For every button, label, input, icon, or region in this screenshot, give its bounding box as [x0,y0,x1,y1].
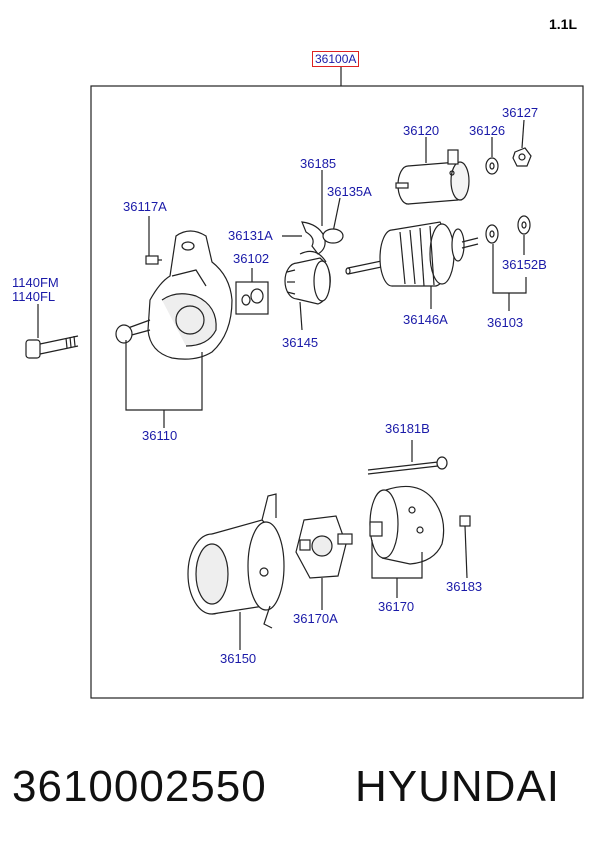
callout-36185[interactable]: 36185 [300,156,337,171]
assembly-frame [90,85,584,699]
callout-36170A[interactable]: 36170A [293,611,338,626]
engine-label: 1.1L [549,16,578,32]
shift-lever-drawing [301,221,326,255]
callout-36127[interactable]: 36127 [502,105,539,120]
callout-1140FL[interactable]: 1140FL [12,289,56,304]
brand-caption: HYUNDAI [355,762,561,811]
callout-36150[interactable]: 36150 [220,651,257,666]
callout-36152B[interactable]: 36152B [502,257,547,272]
through-bolt-drawing [367,456,448,475]
solenoid-drawing [395,149,470,205]
callout-36135A[interactable]: 36135A [327,184,372,199]
rear-cover-drawing [369,485,445,565]
exploded-parts-diagram [25,67,584,699]
callout-36102[interactable]: 36102 [233,251,270,266]
brush-holder-drawing [295,515,353,579]
callout-36146A[interactable]: 36146A [403,312,448,327]
callout-36120[interactable]: 36120 [403,123,440,138]
nut-36127-drawing [512,147,532,167]
callout-36117A[interactable]: 36117A [123,199,167,214]
front-housing-drawing [115,230,233,360]
callout-36103[interactable]: 36103 [487,315,524,330]
callout-36110[interactable]: 36110 [142,428,178,443]
yoke-drawing [187,493,285,629]
bolt-1140FL-drawing [25,335,79,359]
callout-36183[interactable]: 36183 [446,579,483,594]
pinion-drawing [284,250,331,305]
washer-36126-drawing [485,157,499,175]
screw-36117A-drawing [145,255,159,265]
callout-36170[interactable]: 36170 [378,599,415,614]
callout-36181B[interactable]: 36181B [385,421,430,436]
callout-36126[interactable]: 36126 [469,123,506,138]
callout-1140FM[interactable]: 1140FM [12,275,59,290]
assembly-code-label[interactable]: 36100A [312,51,360,67]
part-number-caption: 3610002550 [12,762,267,811]
armature-drawing [345,221,479,287]
callout-36131A[interactable]: 36131A [228,228,273,243]
callout-36145[interactable]: 36145 [282,335,319,350]
